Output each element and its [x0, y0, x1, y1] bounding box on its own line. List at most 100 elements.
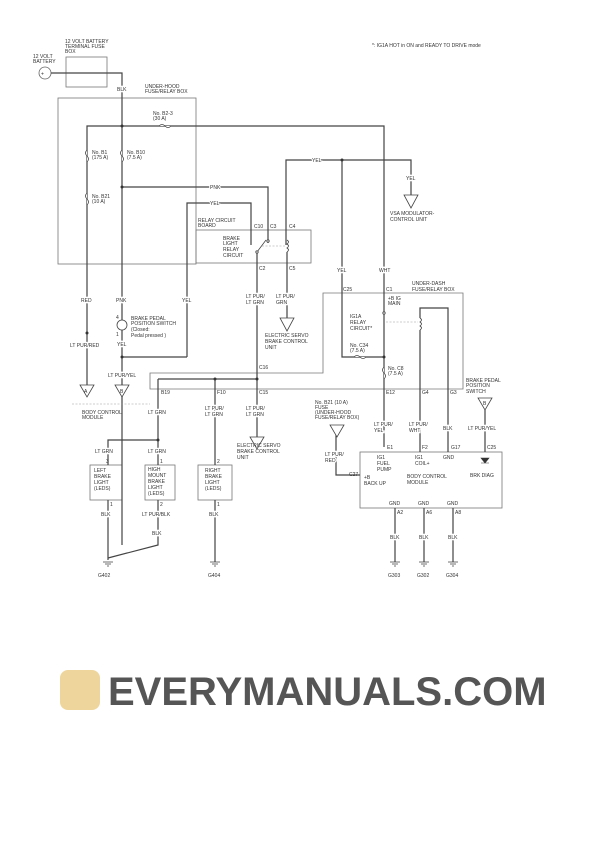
ground-icons: [103, 561, 458, 567]
fuse-label: (7.5 A): [127, 155, 142, 161]
svg-text:G4: G4: [422, 390, 429, 396]
bcm-pin-label: +B: [364, 475, 371, 481]
svg-text:A6: A6: [426, 510, 432, 516]
wire-color-labels: BLK PNK YEL YEL YEL YEL WHT RED PNK YEL …: [69, 86, 498, 543]
vsa-label: CONTROL UNIT: [390, 217, 427, 223]
svg-text:YEL: YEL: [117, 342, 127, 348]
switch-label: Pedal pressed ): [131, 333, 166, 339]
bcm-pin-label: IG1: [377, 455, 385, 461]
servo-label: BRAKE CONTROL: [237, 449, 280, 455]
light-label: LIGHT: [94, 480, 109, 486]
under-hood-fuse-box: [57, 97, 197, 265]
watermark-logo: [60, 670, 100, 710]
svg-text:LT GRN: LT GRN: [148, 410, 166, 416]
svg-text:RED: RED: [81, 298, 92, 304]
svg-text:1: 1: [217, 502, 220, 508]
fuse-icons: [85, 124, 386, 380]
svg-text:LT PUR/: LT PUR/: [409, 422, 428, 428]
svg-text:G304: G304: [446, 573, 458, 579]
svg-text:A8: A8: [455, 510, 461, 516]
junctions: [85, 124, 386, 442]
fuse-label: No. B1: [92, 150, 108, 156]
battery-label: 12 VOLT: [33, 54, 53, 60]
svg-text:YEL: YEL: [337, 268, 347, 274]
fuse-label: No. C34: [350, 343, 369, 349]
svg-text:LT PUR/BLK: LT PUR/BLK: [142, 512, 171, 518]
pin-numbers: 4 1 3 1 1 2 2 1: [106, 315, 220, 508]
fuse-label: No. B2-3: [153, 111, 173, 117]
vsa-label: VSA MODULATOR-: [390, 211, 435, 217]
switch-label: BRAKE PEDAL: [466, 378, 501, 384]
connector-labels: C10 C3 C4 C2 C5 C25 C1 C16 B19 F10 C15 E…: [161, 224, 496, 516]
svg-text:LT PUR/RED: LT PUR/RED: [70, 343, 100, 349]
svg-text:YEL: YEL: [312, 158, 322, 164]
connector-triangles: [79, 194, 493, 450]
fuse-label: (30 A): [153, 116, 167, 122]
fuse-label: (UNDER-HOOD: [315, 410, 351, 416]
bcm-pin-label: GND: [418, 501, 430, 507]
bcm-pin-label: IG1: [415, 455, 423, 461]
svg-text:F2: F2: [422, 445, 428, 451]
connector-ref: B: [120, 389, 124, 395]
light-label: (LEDS): [205, 486, 222, 492]
svg-text:F10: F10: [217, 390, 226, 396]
light-label: BRAKE: [205, 474, 223, 480]
light-label: HIGH: [148, 467, 161, 473]
relay-label: BRAKE: [223, 236, 241, 242]
light-label: LIGHT: [148, 485, 163, 491]
bcm-pin-label: FUEL: [377, 461, 390, 467]
relay-board-label: RELAY CIRCUIT: [198, 218, 236, 224]
svg-text:YEL: YEL: [406, 176, 416, 182]
under-dash-label: FUSE/RELAY BOX: [412, 287, 455, 293]
ig-main-label: MAIN: [388, 301, 401, 307]
under-dash-label: UNDER-DASH: [412, 281, 446, 287]
relay-label: CIRCUIT: [223, 253, 243, 259]
svg-text:BLK: BLK: [117, 87, 127, 93]
svg-text:4: 4: [116, 315, 119, 321]
svg-text:LT PUR/YEL: LT PUR/YEL: [108, 373, 136, 379]
svg-text:E1: E1: [387, 445, 393, 451]
svg-text:BLK: BLK: [443, 426, 453, 432]
svg-text:E12: E12: [386, 390, 395, 396]
svg-text:C25: C25: [343, 287, 352, 293]
svg-text:C3: C3: [270, 224, 277, 230]
plus-symbol: +: [41, 72, 44, 78]
svg-text:C10: C10: [254, 224, 263, 230]
svg-text:A2: A2: [397, 510, 403, 516]
light-label: RIGHT: [205, 468, 221, 474]
svg-text:BLK: BLK: [448, 535, 458, 541]
fuse-label: No. B21: [92, 194, 110, 200]
svg-text:C2: C2: [259, 266, 266, 272]
svg-text:RED: RED: [325, 458, 336, 464]
switch-label: (Closed:: [131, 327, 150, 333]
svg-text:LT PUR/YEL: LT PUR/YEL: [468, 426, 496, 432]
svg-text:1: 1: [110, 502, 113, 508]
svg-text:GRN: GRN: [276, 300, 288, 306]
svg-text:LT PUR/: LT PUR/: [246, 294, 265, 300]
relay-label: CIRCUIT*: [350, 326, 372, 332]
relay-switch-icons: [255, 239, 422, 331]
footnote: *: IG1A HOT in ON and READY TO DRIVE mod…: [372, 43, 481, 49]
svg-text:PNK: PNK: [210, 185, 221, 191]
bcm-pin-label: COIL+: [415, 461, 430, 467]
fuse-label: No. B10: [127, 150, 145, 156]
bcm-pin-label: BACK UP: [364, 481, 387, 487]
fuse-label: FUSE/RELAY BOX): [315, 415, 360, 421]
switch-label: BRAKE PEDAL: [131, 316, 166, 322]
fuse-label: (175 A): [92, 155, 108, 161]
bcm-label: BODY CONTROL: [407, 474, 447, 480]
svg-text:LT PUR/: LT PUR/: [325, 452, 344, 458]
fuse-label: No. B21 (10 A): [315, 400, 348, 406]
svg-text:WHT: WHT: [409, 428, 420, 434]
svg-text:G17: G17: [451, 445, 461, 451]
svg-text:WHT: WHT: [379, 268, 390, 274]
svg-text:2: 2: [217, 459, 220, 465]
svg-text:G303: G303: [388, 573, 400, 579]
fuse-label: (7.5 A): [388, 371, 403, 377]
relay-label: RELAY: [350, 320, 367, 326]
fuse-label: (7.5 A): [350, 348, 365, 354]
bcm-pin-label: BRK DIAG: [470, 473, 494, 479]
svg-text:C1: C1: [386, 287, 393, 293]
fuse-label: FUSE: [315, 405, 329, 411]
body-control-module: [359, 451, 503, 509]
